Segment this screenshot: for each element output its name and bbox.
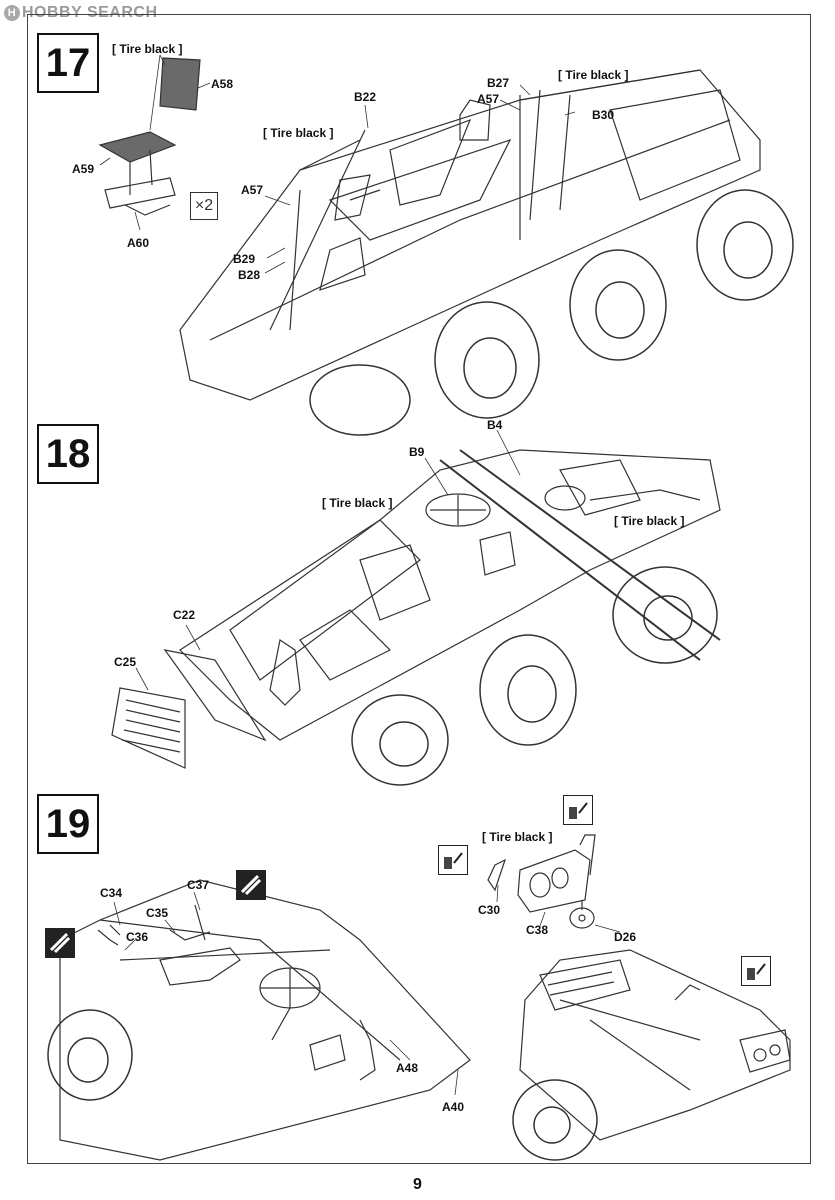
step19-left-illustration (59, 879, 471, 1161)
watermark-logo: H (4, 5, 20, 21)
part-label: A60 (127, 236, 150, 250)
step19-dashboard-parts (487, 834, 596, 929)
remove-part-icon (236, 870, 266, 900)
part-label: D26 (614, 930, 637, 944)
part-label: C37 (187, 878, 210, 892)
step19-left-wheel (47, 1009, 133, 1101)
part-label: A48 (396, 1061, 419, 1075)
paint-note: [ Tire black ] (322, 496, 393, 510)
part-label: B29 (233, 252, 256, 266)
page-number: 9 (413, 1176, 422, 1193)
step-18-number: 18 (37, 424, 99, 484)
step17-vehicle-illustration (179, 69, 761, 401)
cement-icon (438, 845, 468, 875)
part-label: C34 (100, 886, 123, 900)
part-label: A59 (72, 162, 95, 176)
step17-seat-illustration (98, 57, 201, 216)
step17-wheels (309, 189, 794, 436)
step19-right-illustration (519, 949, 791, 1141)
part-label: A57 (241, 183, 264, 197)
part-label: B28 (238, 268, 261, 282)
cement-icon (741, 956, 771, 986)
part-label: C25 (114, 655, 137, 669)
paint-note: [ Tire black ] (112, 42, 183, 56)
step-17-number: 17 (37, 33, 99, 93)
part-label: B9 (409, 445, 425, 459)
part-label: C30 (478, 903, 501, 917)
step19-right-wheel (512, 1079, 598, 1161)
part-label: B22 (354, 90, 377, 104)
paint-note: [ Tire black ] (614, 514, 685, 528)
part-label: C35 (146, 906, 169, 920)
paint-note: [ Tire black ] (558, 68, 629, 82)
page-frame (27, 14, 811, 1164)
paint-note: [ Tire black ] (263, 126, 334, 140)
step18-vehicle-illustration (111, 449, 721, 769)
step-19-number: 19 (37, 794, 99, 854)
cement-icon (563, 795, 593, 825)
quantity-multiplier: ×2 (190, 192, 218, 220)
leader-lines (99, 54, 621, 1096)
part-label: C36 (126, 930, 149, 944)
part-label: A57 (477, 92, 500, 106)
part-label: C22 (173, 608, 196, 622)
part-label: B30 (592, 108, 615, 122)
step18-wheels (351, 566, 718, 786)
part-label: B27 (487, 76, 510, 90)
paint-note: [ Tire black ] (482, 830, 553, 844)
part-label: B4 (487, 418, 503, 432)
part-label: A58 (211, 77, 234, 91)
watermark-text: HOBBY SEARCH (22, 4, 158, 21)
remove-part-icon (45, 928, 75, 958)
part-label: A40 (442, 1100, 465, 1114)
part-label: C38 (526, 923, 549, 937)
